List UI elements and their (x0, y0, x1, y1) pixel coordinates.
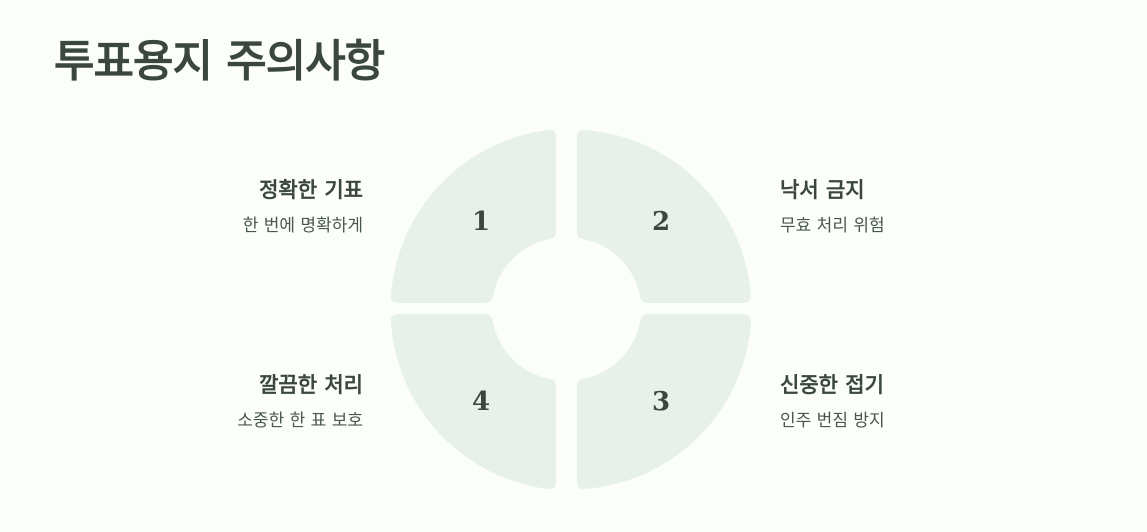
segment-sub-4: 소중한 한 표 보호 (237, 411, 363, 431)
label-block-2: 낙서 금지 무효 처리 위험 (780, 176, 1040, 238)
segment-sub-2: 무효 처리 위험 (780, 216, 885, 236)
segment-heading-3: 신중한 접기 (780, 373, 884, 397)
segment-number-2: 2 (652, 207, 670, 237)
label-block-4: 깔끔한 처리 소중한 한 표 보호 (103, 371, 363, 433)
segment-4 (390, 314, 556, 490)
segment-number-1: 1 (472, 207, 490, 237)
segment-sub-1: 한 번에 명확하게 (242, 216, 363, 236)
segment-heading-1: 정확한 기표 (259, 178, 363, 202)
segment-1 (390, 129, 556, 303)
label-block-1: 정확한 기표 한 번에 명확하게 (103, 176, 363, 238)
segment-heading-4: 깔끔한 처리 (259, 373, 363, 397)
page-title: 투표용지 주의사항 (54, 36, 385, 87)
segment-3 (577, 314, 751, 490)
segment-number-4: 4 (472, 387, 490, 417)
segment-sub-3: 인주 번짐 방지 (780, 411, 885, 431)
segment-heading-2: 낙서 금지 (780, 178, 865, 202)
label-block-3: 신중한 접기 인주 번짐 방지 (780, 371, 1040, 433)
segment-2 (577, 129, 751, 303)
segment-number-3: 3 (652, 387, 670, 417)
